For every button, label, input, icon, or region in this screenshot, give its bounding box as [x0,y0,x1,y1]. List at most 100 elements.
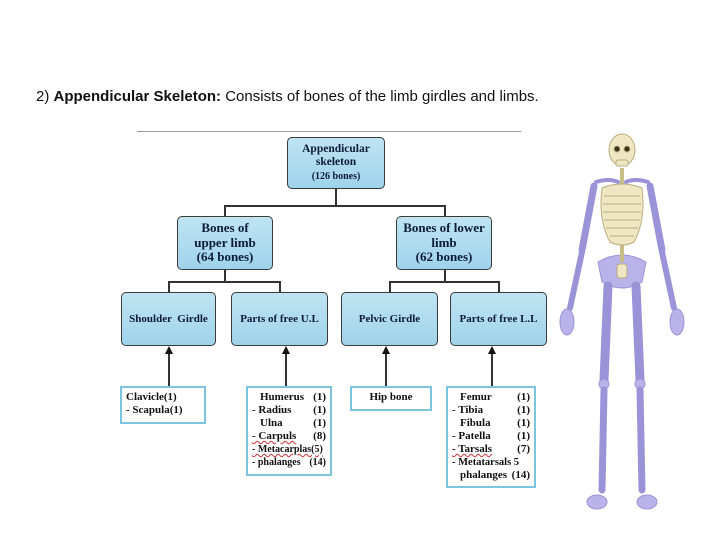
upper-limb-box: Bones of upper limb (64 bones) [177,216,273,270]
right-femur [631,281,645,385]
bone-name: phalanges [460,469,508,481]
bone-count: (1) [313,417,326,429]
right-clavicle [624,178,650,184]
right-forearm [659,249,677,311]
bone-name: Femur [460,391,492,403]
connector [444,270,446,282]
eye-socket [613,145,621,153]
shoulder-bones-list: Clavicle(1) - Scapula(1) [120,386,206,424]
root-line1: Appendicular [302,143,370,156]
arrow-shaft [285,352,287,386]
left-femur [599,281,613,385]
arrow-head [165,346,173,354]
list-item: - Tarsals(7) [452,443,530,456]
bone-name: - Scapula(1) [126,404,183,416]
list-item: - Radius (1) [252,404,326,417]
connector [224,205,446,207]
arrow-shaft [168,352,170,386]
bone-name: - Carpuls [252,430,297,442]
list-item: Femur (1) [452,391,530,404]
shoulder-label: Shoulder Girdle [129,312,208,325]
list-item: Hip bone [356,391,426,403]
pelvic-bones-list: Hip bone [350,386,432,411]
bone-count: (1) [517,404,530,416]
bone-count: (7) [517,443,530,455]
eye-socket [623,145,631,153]
lower-line1: Bones of lower [403,219,485,235]
list-item: - phalanges (14) [252,456,326,469]
list-item: Humerus (1) [252,391,326,404]
bone-count: (14) [309,457,326,468]
left-tibia [598,386,608,494]
arrow-head [488,346,496,354]
upper-line3: (64 bones) [196,249,254,265]
bone-name: - Patella [452,430,491,442]
upper-line2: upper limb [194,234,256,250]
list-item: phalanges(14) [452,469,530,482]
heading-prefix: 2) [36,88,54,105]
bone-count: (1) [313,404,326,416]
left-humerus [578,182,598,254]
bone-name: - Metatarsals 5 [452,457,520,468]
lower-line2: limb [431,234,457,250]
right-humerus [646,182,666,254]
free-upper-limb-box: Parts of free U.L [231,292,328,346]
bone-count: (8) [313,430,326,442]
heading-rest: Consists of bones of the limb girdles an… [221,88,539,105]
jaw [615,159,629,167]
lower-line3: (62 bones) [415,249,473,265]
free-ul-label: Parts of free U.L [240,312,319,325]
lower-limb-bones-list: Femur (1) - Tibia (1) Fibula(1) - Patella (… [446,386,536,488]
connector [279,281,281,292]
slide-heading: 2) Appendicular Skeleton: Consists of bo… [36,88,539,105]
bone-count: (14) [511,469,530,481]
bone-name: - phalanges [252,457,301,468]
axial-bones [600,133,644,279]
list-item: Fibula(1) [452,417,530,430]
free-lower-limb-box: Parts of free L.L [450,292,547,346]
appendicular-skeleton-box: Appendicular skeleton (126 bones) [287,137,385,189]
root-line2: skeleton [315,156,357,169]
list-item: - Metatarsals 5 [452,456,530,469]
connector [389,281,500,283]
root-line3: (126 bones) [311,171,361,183]
left-foot [586,494,608,510]
bone-name: - Radius [252,404,292,416]
ribs [603,195,641,237]
sacrum [616,263,628,279]
skeleton-illustration [559,133,685,510]
heading-bold: Appendicular Skeleton: [53,88,222,105]
bone-count: (1) [517,391,530,403]
lower-limb-box: Bones of lower limb (62 bones) [396,216,492,270]
list-item: - Tibia (1) [452,404,530,417]
bone-name: Fibula [460,417,491,429]
bone-name: Humerus [260,391,304,403]
connector [444,205,446,216]
arrow-head [382,346,390,354]
free-ll-label: Parts of free L.L [459,312,538,325]
bone-name: - Metacarplas(5) [252,444,323,455]
upper-line1: Bones of [201,219,249,235]
left-hand [559,308,575,336]
right-hand [669,308,685,336]
list-item: - Scapula(1) [126,404,200,417]
connector [168,281,170,292]
shoulder-girdle-box: Shoulder Girdle [121,292,216,346]
arrow-shaft [385,352,387,386]
rib-cage [600,183,644,246]
left-forearm [567,249,585,311]
bone-count: (1) [313,391,326,403]
connector [498,281,500,292]
connector [335,189,337,206]
right-foot [636,494,658,510]
bone-name: Ulna [260,417,283,429]
list-item: Ulna (1) [252,417,326,430]
list-item: - Metacarplas(5) [252,443,326,456]
arrow-head [282,346,290,354]
pelvic-girdle-box: Pelvic Girdle [341,292,438,346]
connector [389,281,391,292]
list-item: Clavicle(1) [126,391,200,404]
connector [224,205,226,216]
bone-name: Clavicle(1) [126,391,177,403]
bone-name: - Tibia [452,404,484,416]
